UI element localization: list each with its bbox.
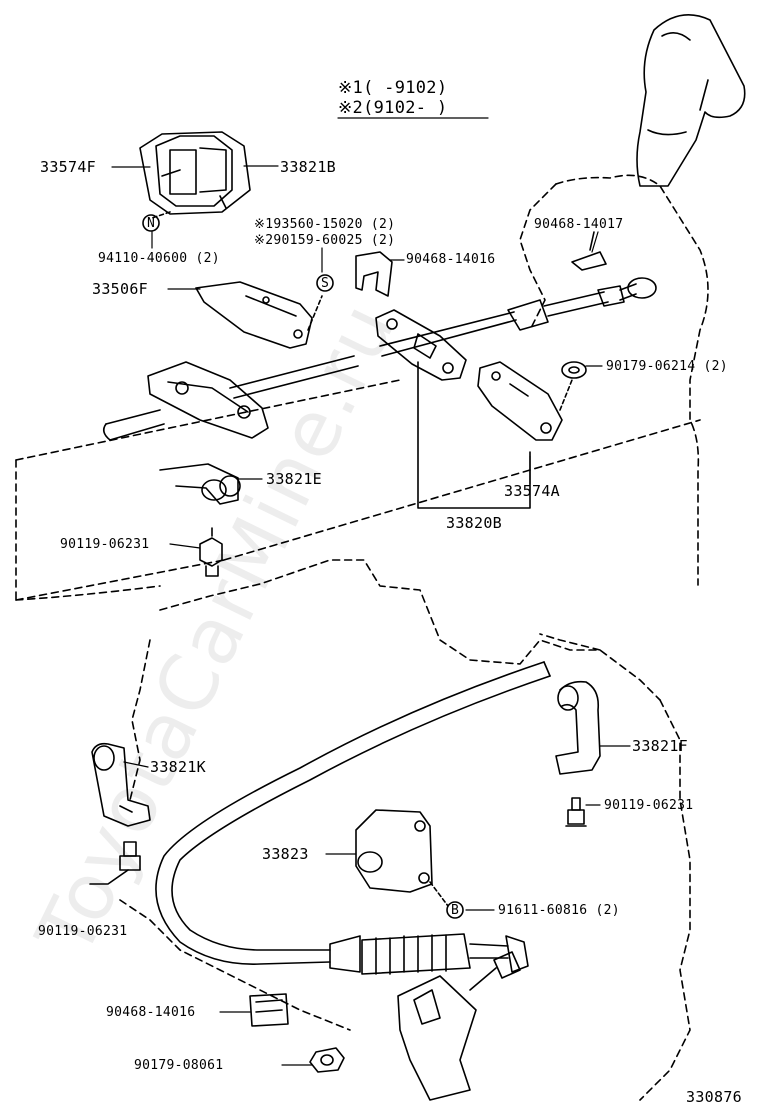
clip-90468-14017	[571, 231, 607, 271]
legend-note2: ※2(9102- )	[338, 100, 447, 117]
label-91611-60816[interactable]: 91611-60816 (2)	[498, 903, 620, 918]
bracket-33823	[355, 809, 449, 907]
transmission-lever-bracket	[397, 951, 521, 1101]
label-33506F[interactable]: 33506F	[92, 280, 148, 298]
label-90119-06231-right[interactable]: 90119-06231	[604, 798, 694, 813]
label-33821B[interactable]: 33821B	[280, 158, 336, 176]
legend-note1: ※1( -9102)	[338, 80, 447, 97]
bracket-33574F-33821B	[139, 131, 251, 219]
lower-housing-outline	[119, 559, 691, 1101]
bolt-90119-06231-right	[565, 797, 587, 827]
diagram-number: 330876	[686, 1088, 742, 1106]
label-33574A[interactable]: 33574A	[504, 482, 560, 500]
label-90119-06231-left[interactable]: 90119-06231	[38, 924, 128, 939]
clamp-33821E	[159, 463, 241, 505]
bracket-33574A	[477, 361, 573, 441]
label-33574F[interactable]: 33574F	[40, 158, 96, 176]
selector-cable	[379, 277, 657, 357]
label-94110-40600[interactable]: 94110-40600 (2)	[98, 251, 220, 266]
leader-lines	[111, 165, 631, 1066]
note2-mark: ※2	[338, 98, 364, 118]
clip-90468-14016-top	[355, 251, 393, 297]
callout-b: B	[451, 903, 460, 918]
callout-circles	[142, 214, 464, 919]
label-90119-06231-top[interactable]: 90119-06231	[60, 537, 150, 552]
label-93560-15020[interactable]: ※193560-15020 (2)	[254, 218, 395, 231]
nut-90179-06214	[561, 361, 587, 379]
note1-range: ( -9102)	[363, 78, 448, 98]
label-33821F[interactable]: 33821F	[632, 737, 688, 755]
shift-lever	[636, 14, 746, 187]
lever-plate-33820B	[375, 309, 467, 381]
shift-control-cable	[155, 661, 551, 975]
callout-n: N	[147, 216, 156, 231]
clamp-33821F	[555, 680, 601, 775]
note1-mark: ※1	[338, 78, 364, 98]
label-90468-14016-bottom[interactable]: 90468-14016	[106, 1005, 196, 1020]
label-90159-60025[interactable]: ※290159-60025 (2)	[254, 234, 395, 247]
clip-90468-14016-bottom	[249, 993, 289, 1027]
nut-90179-08061	[309, 1047, 345, 1073]
bolt-90119-06231-top	[199, 527, 223, 577]
label-90468-14016-top[interactable]: 90468-14016	[406, 252, 496, 267]
note2-range: (9102- )	[363, 98, 448, 118]
label-33823[interactable]: 33823	[262, 845, 309, 863]
label-33821E[interactable]: 33821E	[266, 470, 322, 488]
label-90179-08061[interactable]: 90179-08061	[134, 1058, 224, 1073]
plate-33506F	[195, 281, 323, 349]
label-33820B[interactable]: 33820B	[446, 514, 502, 532]
label-90159-60025-text: 90159-60025 (2)	[273, 233, 396, 248]
callout-s: S	[321, 276, 330, 291]
label-90179-06214[interactable]: 90179-06214 (2)	[606, 359, 728, 374]
label-93560-15020-text: 93560-15020 (2)	[273, 217, 396, 232]
bolt-90119-06231-left	[89, 841, 141, 885]
upper-housing-outline	[519, 174, 709, 586]
label-33821K[interactable]: 33821K	[150, 758, 206, 776]
label-90468-14017[interactable]: 90468-14017	[534, 217, 624, 232]
mark2: ※2	[254, 233, 274, 248]
mark1: ※1	[254, 217, 274, 232]
clamp-33821K	[91, 742, 151, 827]
shift-bracket-assembly	[102, 355, 359, 441]
dashed-assembly-frame	[15, 379, 701, 601]
